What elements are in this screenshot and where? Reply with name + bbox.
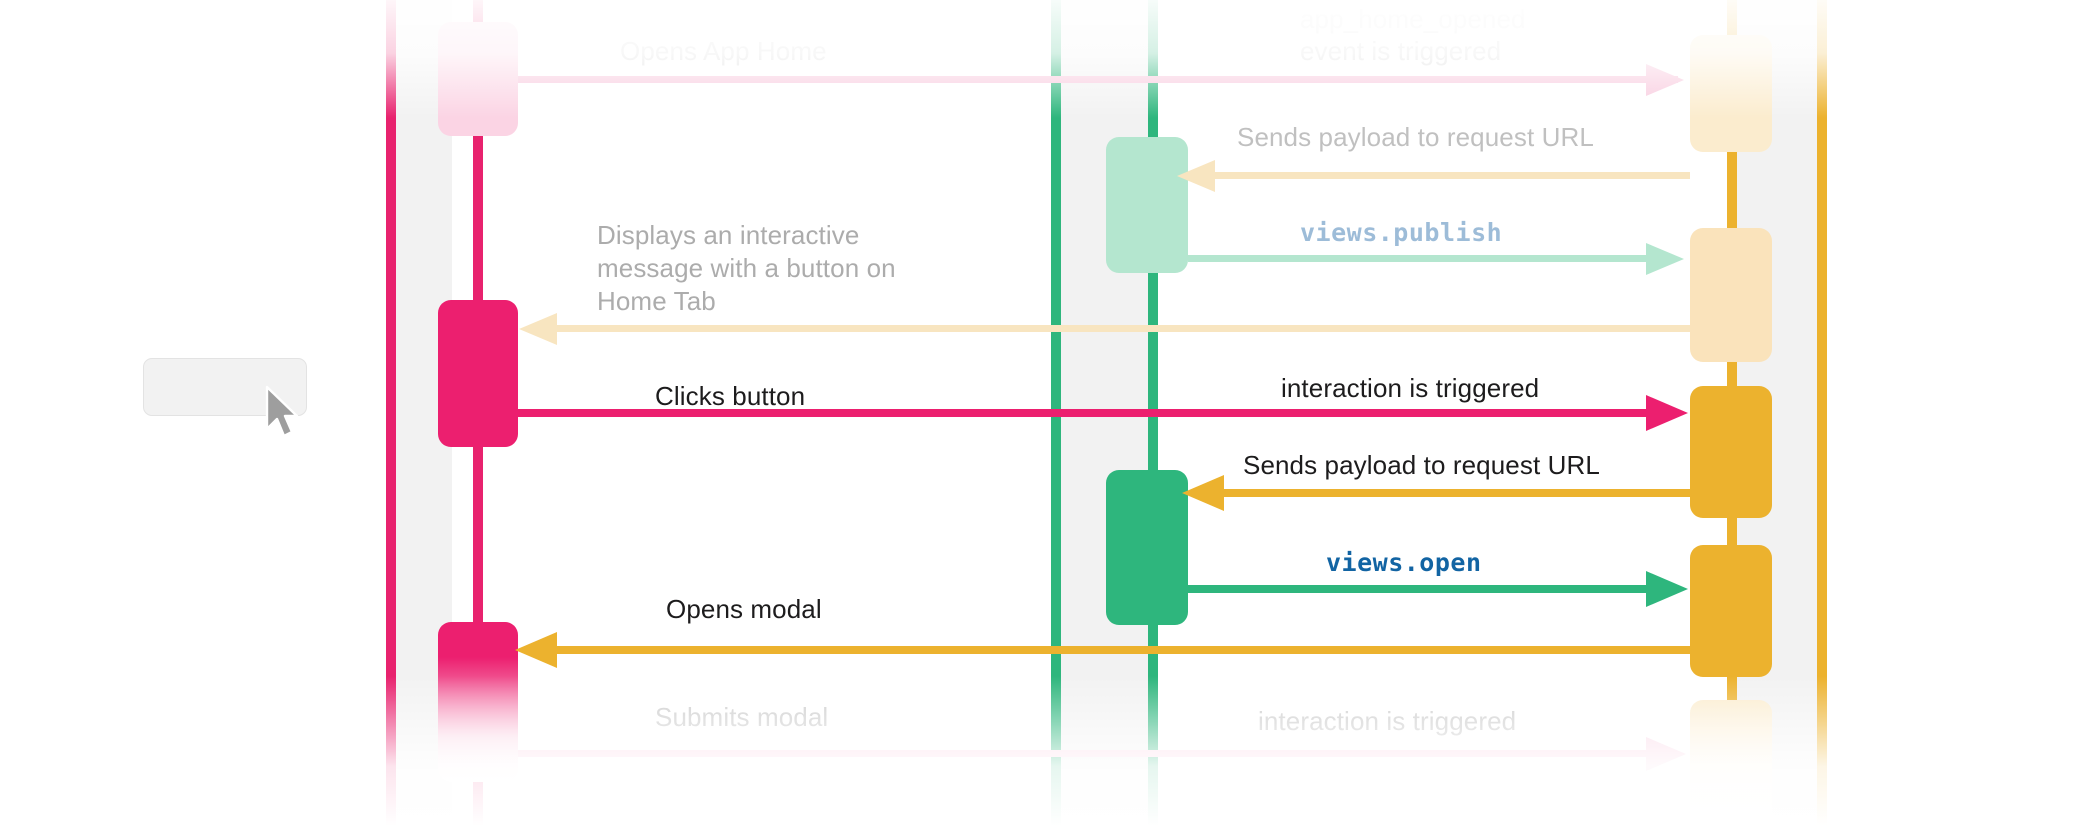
msg-sends-payload-top-arrowhead	[1177, 160, 1215, 192]
app-lifeline-inner	[1817, 0, 1827, 826]
ghost-button[interactable]	[143, 358, 307, 416]
msg-interaction-triggered-bottom-label: interaction is triggered	[1258, 706, 1517, 736]
msg-sends-payload-mid-arrowhead	[1182, 475, 1224, 511]
msg-opens-modal-line	[557, 646, 1690, 654]
msg-opens-app-home-label: Opens App Home	[620, 36, 827, 66]
msg-views-open-arrowhead	[1646, 571, 1688, 607]
msg-displays-line	[557, 325, 1690, 332]
msg-sends-payload-mid-line	[1224, 489, 1690, 497]
activation-user-3	[438, 622, 518, 782]
activation-app-3	[1690, 386, 1772, 518]
mouse-cursor-icon	[265, 385, 299, 438]
msg-displays-line3: Home Tab	[597, 286, 716, 316]
msg-app-home-opened-line2: event is triggered	[1300, 36, 1502, 66]
msg-displays-line1: Displays an interactive	[597, 220, 860, 250]
msg-clicks-button-arrowhead	[1646, 395, 1688, 431]
activation-app-5	[1690, 700, 1772, 826]
msg-sends-payload-top-label: Sends payload to request URL	[1237, 122, 1594, 152]
msg-sends-payload-top-line	[1215, 172, 1690, 179]
msg-views-publish-line	[1188, 255, 1646, 262]
msg-opens-app-home-line	[518, 76, 1678, 83]
msg-displays-line2: message with a button on	[597, 253, 896, 283]
msg-clicks-button-label: Clicks button	[655, 381, 806, 411]
msg-displays-arrowhead	[519, 313, 557, 345]
activation-app-1	[1690, 35, 1772, 152]
msg-submits-modal-label: Submits modal	[655, 702, 829, 732]
activation-slack-1	[1106, 137, 1188, 273]
activation-user-2	[438, 300, 518, 447]
user-lifeline	[386, 0, 396, 826]
msg-sends-payload-mid-label: Sends payload to request URL	[1243, 450, 1600, 480]
msg-clicks-button-line	[518, 409, 1646, 417]
msg-opens-modal-arrowhead	[515, 632, 557, 668]
msg-views-open-label: views.open	[1326, 548, 1482, 577]
msg-views-publish-arrowhead	[1646, 243, 1684, 275]
msg-interaction-triggered-mid-label: interaction is triggered	[1281, 373, 1540, 403]
activation-app-4	[1690, 545, 1772, 677]
msg-opens-modal-label: Opens modal	[666, 594, 822, 624]
msg-app-home-opened-line1: app_home_opened	[1300, 4, 1526, 34]
msg-views-open-line	[1188, 585, 1646, 593]
msg-submits-modal-line	[518, 750, 1646, 757]
msg-submits-modal-arrowhead	[1646, 737, 1686, 771]
activation-slack-2	[1106, 470, 1188, 625]
activation-user-1	[438, 22, 518, 136]
msg-opens-app-home-arrowhead	[1646, 64, 1684, 96]
msg-views-publish-label: views.publish	[1300, 218, 1503, 247]
activation-app-2	[1690, 228, 1772, 362]
